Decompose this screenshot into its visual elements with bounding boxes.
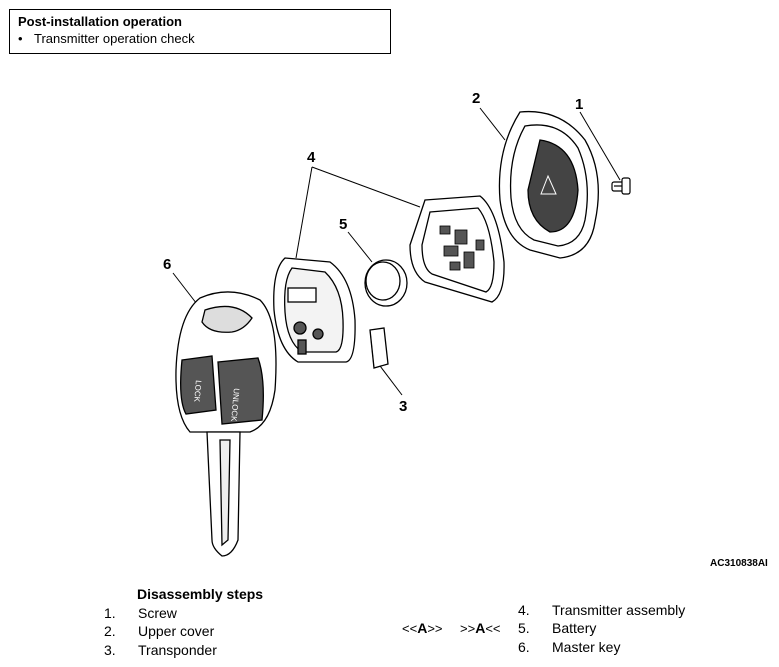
callout-2: 2 xyxy=(472,90,481,107)
post-installation-title: Post-installation operation xyxy=(18,14,182,29)
step-text: Screw xyxy=(138,605,177,621)
reference-mark-installation: >>A<< xyxy=(460,620,501,636)
step-number: 4. xyxy=(518,602,530,618)
post-installation-item: • Transmitter operation check xyxy=(18,31,382,47)
unlock-button-label: UNLOCK xyxy=(229,388,241,423)
callout-1: 1 xyxy=(575,96,584,113)
screw-part xyxy=(611,177,631,195)
mark-bracket-close: << xyxy=(485,621,501,636)
step-number: 5. xyxy=(518,620,530,636)
callout-5: 5 xyxy=(339,216,348,233)
mark-letter: A xyxy=(417,620,428,636)
step-text: Transponder xyxy=(138,642,217,658)
step-text: Upper cover xyxy=(138,623,215,639)
step-text: Battery xyxy=(552,620,597,636)
transmitter-board-part xyxy=(409,195,505,303)
mark-letter: A xyxy=(475,620,486,636)
step-number: 3. xyxy=(104,642,116,658)
transponder-part xyxy=(369,327,389,369)
upper-cover-part xyxy=(498,110,599,259)
leader-transmitter-b xyxy=(311,166,421,208)
lock-button-label: LOCK xyxy=(192,380,203,403)
callout-6: 6 xyxy=(163,256,172,273)
leader-screw xyxy=(579,111,621,181)
disassembly-steps-title: Disassembly steps xyxy=(137,586,264,602)
step-number: 6. xyxy=(518,639,530,655)
step-text: Transmitter assembly xyxy=(552,602,686,618)
post-installation-item-text: Transmitter operation check xyxy=(34,31,195,46)
figure-code: AC310838AI xyxy=(710,558,768,569)
reference-mark-removal: <<A>> xyxy=(402,620,443,636)
post-installation-box: Post-installation operation • Transmitter… xyxy=(9,9,391,54)
leader-transmitter-a xyxy=(295,166,313,259)
step-number: 2. xyxy=(104,623,116,639)
step-number: 1. xyxy=(104,605,116,621)
step-text: Master key xyxy=(552,639,621,655)
battery-part xyxy=(364,259,408,307)
leader-upper-cover xyxy=(479,107,506,141)
transmitter-case-part xyxy=(273,257,356,363)
bullet: • xyxy=(18,31,23,46)
mark-bracket-open: << xyxy=(402,621,418,636)
mark-bracket-open: >> xyxy=(460,621,476,636)
master-key-part xyxy=(175,291,277,557)
mark-bracket-close: >> xyxy=(427,621,443,636)
leader-battery xyxy=(347,231,373,263)
callout-3: 3 xyxy=(399,398,408,415)
callout-4: 4 xyxy=(307,149,316,166)
